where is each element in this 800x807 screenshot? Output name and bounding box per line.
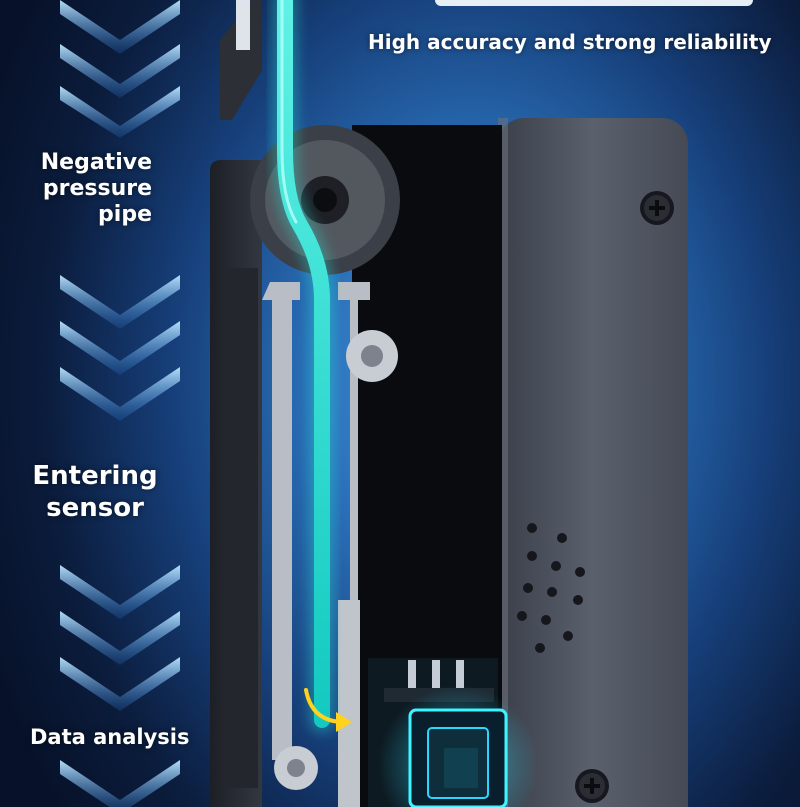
inner-frame-right (338, 282, 370, 600)
chevron-stack-bottom (40, 565, 200, 715)
down-chevron-icon (60, 565, 180, 619)
chevron-stack-middle (40, 275, 200, 425)
down-chevron-icon (60, 44, 180, 98)
step-entering-sensor: Entering sensor (20, 460, 170, 524)
down-chevron-icon (60, 657, 180, 711)
chevron-stack-tail (40, 760, 200, 807)
down-chevron-icon (60, 760, 180, 807)
top-bar (435, 0, 753, 6)
down-chevron-icon (60, 611, 180, 665)
screw-icon (640, 191, 674, 225)
step-line: Entering (32, 461, 158, 491)
chevron-stack-top (40, 0, 200, 140)
screw-icon (575, 769, 609, 803)
step-line: Data analysis (30, 725, 190, 749)
down-chevron-icon (60, 86, 180, 138)
step-data-analysis: Data analysis (30, 725, 200, 749)
chip-icon (408, 708, 508, 807)
step-line: pressure (42, 176, 152, 201)
step-line: sensor (46, 493, 144, 523)
step-line: Negative (40, 150, 152, 175)
device-body (498, 118, 688, 807)
step-negative-pressure-pipe: Negative pressure pipe (20, 150, 152, 228)
down-chevron-icon (60, 367, 180, 421)
grip-ribs (226, 268, 258, 788)
step-line: pipe (98, 202, 152, 227)
inner-frame-left (262, 282, 300, 760)
speaker-grille-icon (517, 523, 585, 653)
down-chevron-icon (60, 275, 180, 329)
down-chevron-icon (60, 0, 180, 54)
down-chevron-icon (60, 321, 180, 375)
headline: High accuracy and strong reliability (368, 30, 772, 54)
